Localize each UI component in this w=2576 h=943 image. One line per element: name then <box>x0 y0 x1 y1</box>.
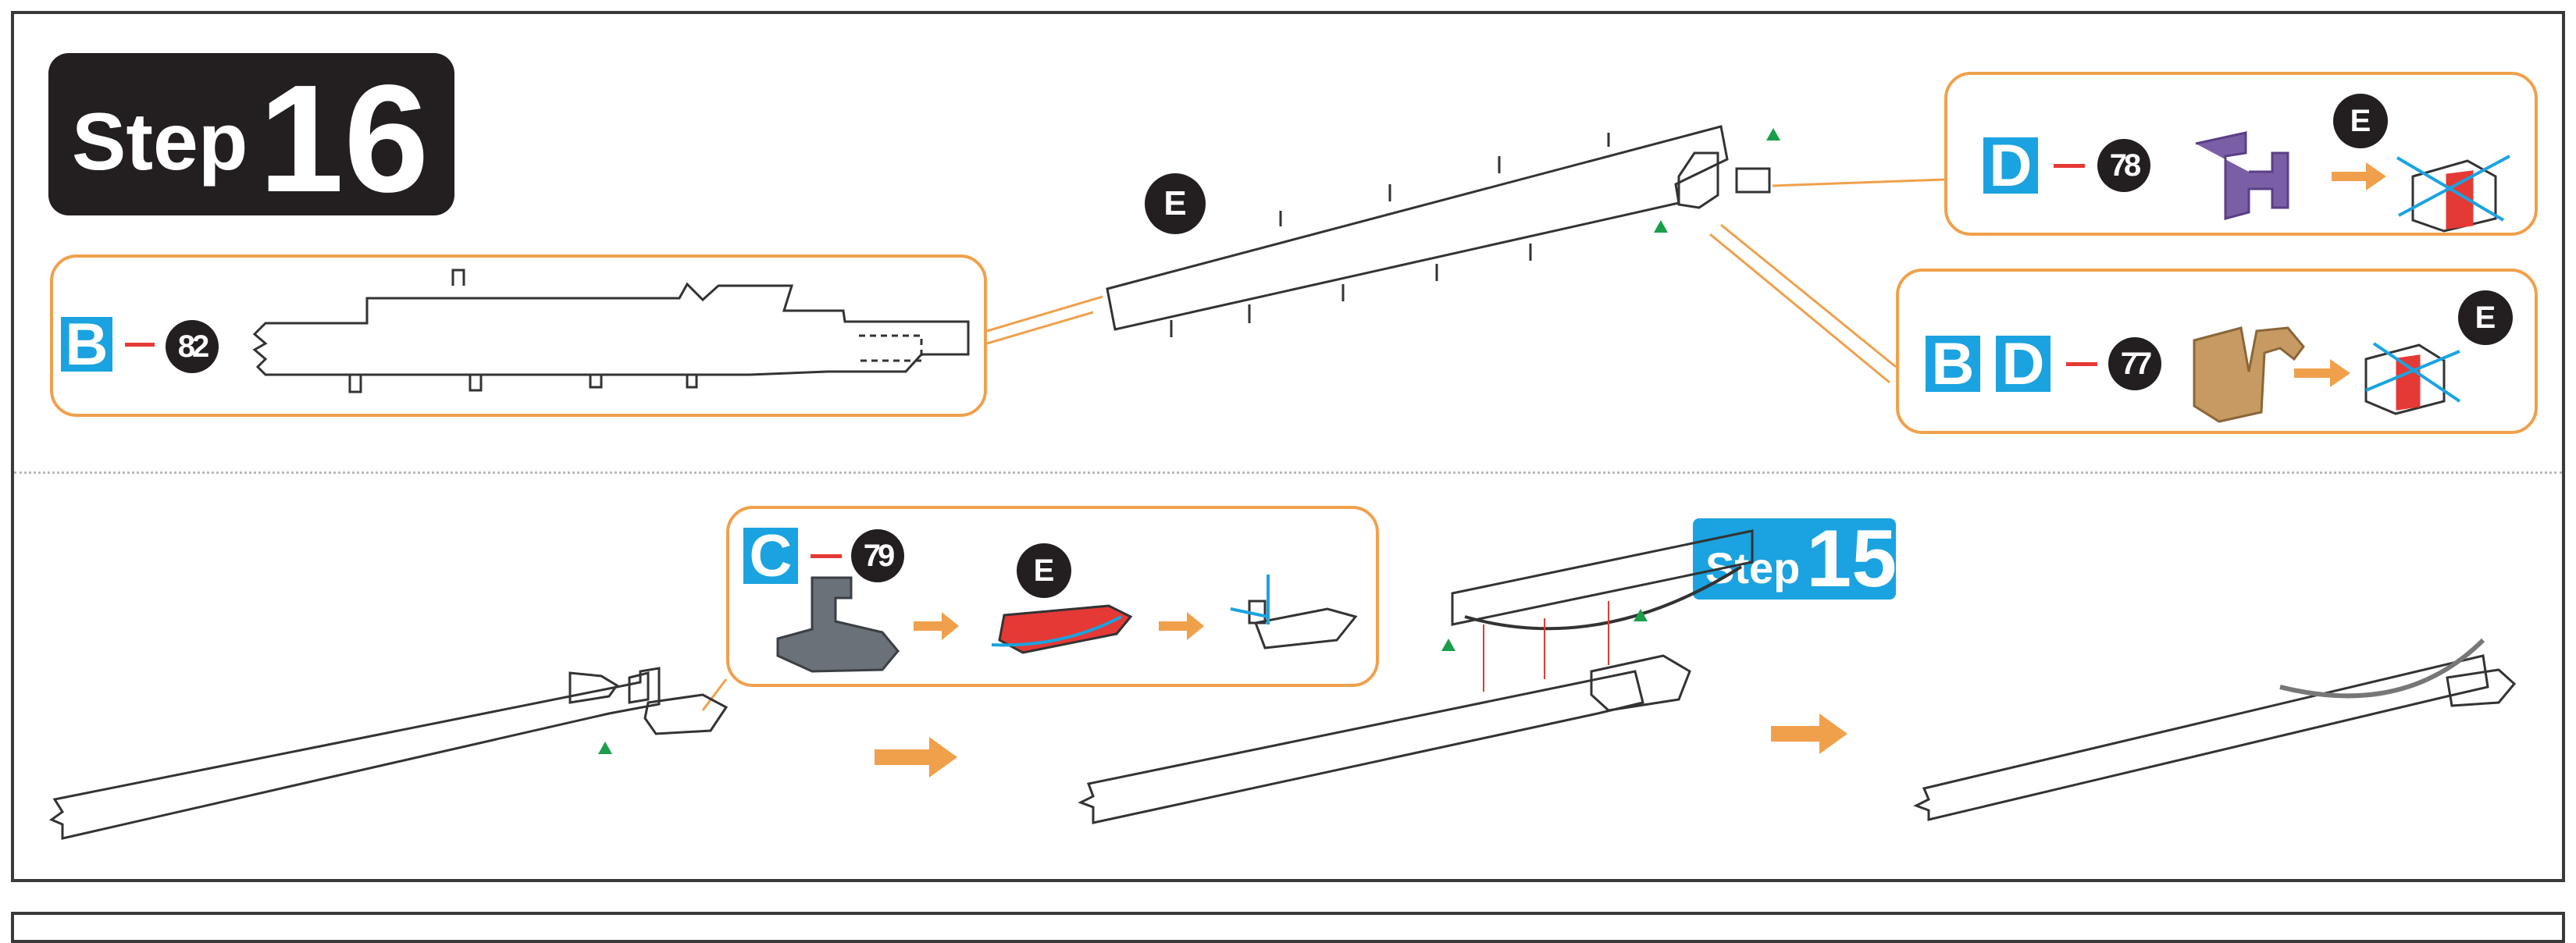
flow-arrow-small <box>1159 612 1204 640</box>
part-79-shape <box>776 576 900 673</box>
flow-arrow-small <box>2294 359 2350 387</box>
step-number: 16 <box>258 53 429 224</box>
part-number-77: 77 <box>2108 337 2161 390</box>
step-reference-number: 15 <box>1806 513 1897 604</box>
step-reference-badge: Step 15 <box>1693 514 1897 604</box>
callout-dash <box>2066 362 2097 366</box>
callout-dash <box>2054 164 2085 168</box>
part-sheet-letter-d: D <box>1983 133 2038 199</box>
leader-line-b82 <box>986 295 1103 345</box>
rotation-arrow <box>991 615 1122 647</box>
part-79-installed-right <box>2446 668 2517 707</box>
part-sheet-letter-b: B <box>1926 331 1980 397</box>
hull-bottom-middle <box>1078 670 1644 824</box>
flow-arrow <box>875 737 957 778</box>
position-marker-e: E <box>1017 543 1071 598</box>
hull-assembly-top-tabs <box>1170 133 1610 337</box>
position-triangle <box>1654 220 1668 233</box>
step-word: Step <box>72 97 248 187</box>
hull-part-82-tabs <box>348 269 698 393</box>
callout-b82: B 82 <box>50 254 987 417</box>
flow-arrow <box>1771 713 1847 754</box>
position-triangle <box>1634 609 1648 621</box>
hull-part-82 <box>252 282 970 376</box>
part-sheet-letter-b: B <box>61 311 112 378</box>
part-77-highlight <box>2396 354 2421 411</box>
callout-dash <box>125 343 155 347</box>
hull-assembly-top <box>1106 125 1729 331</box>
bulkhead-parts-bottom-left <box>568 671 650 704</box>
part-79-installed-left <box>643 693 729 735</box>
part-79-block <box>1248 600 1267 625</box>
part-78-shape <box>2195 131 2289 220</box>
leader-line-bd77 <box>1709 223 1897 384</box>
hull-marker-e: E <box>1145 173 1206 234</box>
callout-dash <box>811 554 842 558</box>
leader-line-d78 <box>1772 178 1945 187</box>
rotation-arrow <box>1230 575 1270 625</box>
assembly-guide-lines <box>1483 601 1609 692</box>
position-marker-e: E <box>2458 290 2513 345</box>
hull-bottom-right <box>1913 654 2489 821</box>
position-triangle <box>598 742 612 754</box>
part-number-79: 79 <box>851 529 904 582</box>
part-79-step-3 <box>1253 607 1358 649</box>
part-sheet-letter-d: D <box>1996 331 2050 397</box>
leader-line-c79 <box>701 678 728 711</box>
step-panel-frame <box>11 11 2565 882</box>
section-divider <box>14 472 2562 474</box>
rotation-arrow <box>2398 155 2510 217</box>
part-77-installed <box>2364 343 2446 415</box>
flow-arrow-small <box>2332 162 2386 190</box>
part-79-step-2 <box>998 604 1133 654</box>
part-77-shape <box>2193 326 2305 423</box>
part-number-78: 78 <box>2097 139 2150 192</box>
step15-bulkhead <box>1451 529 1754 626</box>
flow-arrow-small <box>914 612 959 640</box>
hull-bottom-left <box>48 667 661 840</box>
position-marker-e: E <box>2333 94 2388 148</box>
step15-curve <box>1464 565 1743 631</box>
part-79-installed-middle <box>1590 654 1691 712</box>
position-triangle <box>1441 639 1455 651</box>
rotation-arrow <box>2372 342 2461 403</box>
bulkhead-parts-top <box>1677 151 1771 209</box>
position-triangle <box>1766 128 1780 141</box>
hull-bottom-right-curve <box>2279 638 2485 699</box>
part-number-82: 82 <box>166 320 219 373</box>
hull-part-82-slot <box>859 334 923 362</box>
step-badge: Step 16 <box>48 53 454 215</box>
part-sheet-letter-c: C <box>743 523 798 589</box>
rotation-arrow <box>2396 156 2505 222</box>
part-78-installed <box>2411 159 2497 233</box>
